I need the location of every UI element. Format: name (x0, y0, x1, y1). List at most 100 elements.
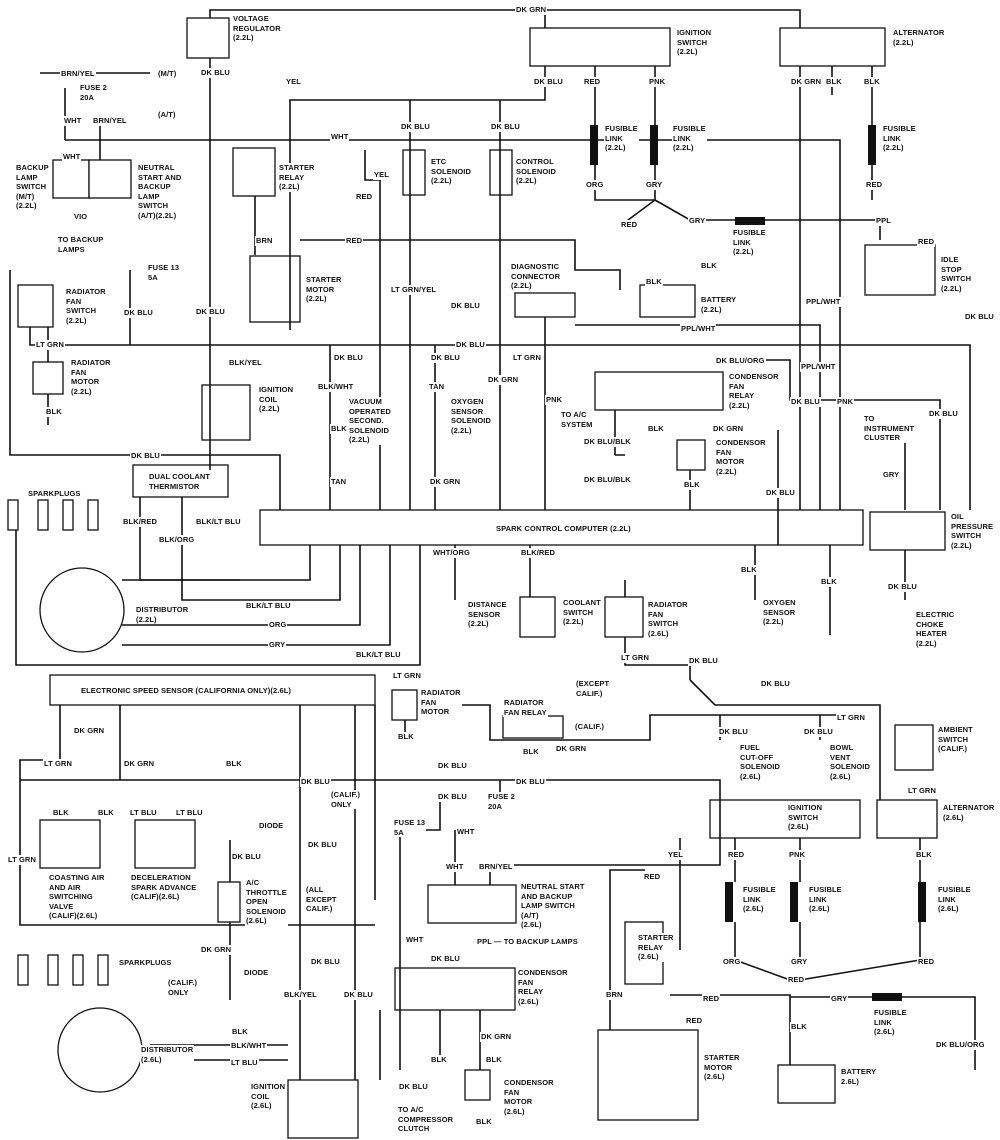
starter-relay-2-2l-box (232, 147, 276, 197)
label-dkblu-b: DK BLU (490, 122, 521, 132)
label-rfm26: RADIATOR FAN MOTOR (420, 688, 462, 717)
condensor-fan-motor-2-2l-box (676, 439, 706, 471)
label-pnk2: PNK (545, 395, 564, 405)
label-blk13: BLK (231, 1027, 249, 1037)
radiator-fan-motor-2-2l-box (32, 361, 64, 395)
label-dct: DUAL COOLANT THERMISTOR (148, 472, 212, 491)
ac-throttle-solenoid-box (217, 881, 241, 923)
label-pplwht3: PPL/WHT (800, 362, 837, 372)
label-wht-mid: WHT (330, 132, 350, 142)
label-alt-dkgrn: DK GRN (790, 77, 823, 87)
alternator-2-2l-box (779, 27, 886, 67)
label-dkblu-i: DK BLU (430, 353, 461, 363)
label-yel3: YEL (667, 850, 684, 860)
label-except-calif: (EXCEPT CALIF.) (575, 679, 611, 698)
label-dkblu-p: DK BLU (760, 679, 791, 689)
ambient-switch-box (894, 724, 934, 771)
label-alt-blk1: BLK (825, 77, 843, 87)
label-dkgrn2: DK GRN (487, 375, 520, 385)
label-vac: VACUUM OPERATED SECOND. SOLENOID (2.2L) (348, 397, 392, 445)
control-solenoid-box (489, 149, 513, 196)
label-ign-pnk: PNK (648, 77, 667, 87)
label-st-motor26: STARTER MOTOR (2.6L) (703, 1053, 741, 1082)
label-mt: (M/T) (157, 69, 178, 79)
label-coil22: IGNITION COIL (2.2L) (258, 385, 295, 414)
label-fl2: FUSIBLE LINK (2.2L) (672, 124, 707, 153)
label-whtorg: WHT/ORG (432, 548, 471, 558)
label-dkblu-a: DK BLU (400, 122, 431, 132)
label-blk6: BLK (820, 577, 838, 587)
label-ltblu1: LT BLU (129, 808, 158, 818)
label-dkblu-x: DK BLU (307, 840, 338, 850)
label-alt26: ALTERNATOR (2.6L) (942, 803, 996, 822)
label-dkblu-t: DK BLU (718, 727, 749, 737)
label-fl6: FUSIBLE LINK (2.6L) (808, 885, 843, 914)
coasting-air-valve-box (39, 819, 101, 869)
label-ess: ELECTRONIC SPEED SENSOR (CALIFORNIA ONLY… (80, 686, 292, 696)
fusible-link-icon (790, 882, 798, 922)
label-red1: RED (865, 180, 884, 190)
starter-motor-2-6l-box (597, 1029, 699, 1121)
label-fl4: FUSIBLE LINK (2.2L) (732, 228, 767, 257)
label-distsens: DISTANCE SENSOR (2.2L) (467, 600, 508, 629)
starter-motor-2-2l-box (249, 255, 301, 323)
label-backup-sw: BACKUP LAMP SWITCH (M/T) (2.2L) (15, 163, 50, 211)
label-dkblu-g: DK BLU (455, 340, 486, 350)
label-pplwht2: PPL/WHT (680, 324, 717, 334)
label-nsbl26: NEUTRAL START AND BACKUP LAMP SWITCH (A/… (520, 882, 586, 930)
label-fl5: FUSIBLE LINK (2.6L) (742, 885, 777, 914)
label-diode2: DIODE (243, 968, 270, 978)
label-dkblu-c: DK BLU (123, 308, 154, 318)
label-at: (A/T) (157, 110, 177, 120)
radiator-fan-relay-box (502, 715, 564, 739)
label-dkgrn9: DK GRN (480, 1032, 513, 1042)
label-gry2: GRY (688, 216, 707, 226)
label-sparkplugs2: SPARKPLUGS (118, 958, 173, 968)
label-org2: ORG (268, 620, 288, 630)
label-oxsol: OXYGEN SENSOR SOLENOID (2.2L) (450, 397, 492, 435)
fusible-link-icon (868, 125, 876, 165)
label-dkblu-r: DK BLU (437, 761, 468, 771)
label-dkblublk1: DK BLU/BLK (583, 437, 632, 447)
label-cfm22: CONDENSOR FAN MOTOR (2.2L) (715, 438, 767, 476)
coolant-switch-box (519, 596, 556, 638)
label-vr-dkblu: DK BLU (200, 68, 231, 78)
label-vio: VIO (73, 212, 89, 222)
label-ctrl: CONTROL SOLENOID (2.2L) (515, 157, 557, 186)
label-allexcept: (ALL EXCEPT CALIF.) (305, 885, 338, 914)
label-dkblu-ab: DK BLU (398, 1082, 429, 1092)
label-ign-dkblu: DK BLU (533, 77, 564, 87)
label-blk11: BLK (97, 808, 115, 818)
label-rfr: RADIATOR FAN RELAY (503, 698, 548, 717)
label-coil26: IGNITION COIL (2.6L) (250, 1082, 287, 1111)
deceleration-spark-advance-box (134, 819, 196, 869)
label-ppl: PPL (875, 216, 892, 226)
battery-2-2l-box (639, 284, 696, 318)
label-rfm22: RADIATOR FAN MOTOR (2.2L) (70, 358, 112, 396)
label-dkblu-u: DK BLU (803, 727, 834, 737)
label-blkwht1: BLK/WHT (317, 382, 355, 392)
label-tan2: TAN (330, 477, 348, 487)
label-to-comp: TO A/C COMPRESSOR CLUTCH (397, 1105, 455, 1134)
label-fl1: FUSIBLE LINK (2.2L) (604, 124, 639, 153)
label-choke: ELECTRIC CHOKE HEATER (2.2L) (915, 610, 956, 648)
label-ltblu2: LT BLU (175, 808, 204, 818)
oil-pressure-switch-box (869, 511, 946, 551)
label-bowl: BOWL VENT SOLENOID (2.6L) (829, 743, 871, 781)
fusible-link-icon (872, 993, 902, 1001)
label-dist22: DISTRIBUTOR (2.2L) (135, 605, 190, 624)
fusible-link-icon (918, 882, 926, 922)
label-blk4: BLK (683, 480, 701, 490)
voltage-regulator-box (186, 17, 230, 59)
label-dkgrn6: DK GRN (73, 726, 106, 736)
label-nsbl22: NEUTRAL START AND BACKUP LAMP SWITCH (A/… (137, 163, 183, 220)
label-pnk4: PNK (788, 850, 807, 860)
label-ltblu3: LT BLU (230, 1058, 259, 1068)
label-dkbluorg1: DK BLU/ORG (715, 356, 766, 366)
sparkplugs-2-2l (7, 499, 99, 531)
label-vr: VOLTAGE REGULATOR (2.2L) (232, 14, 282, 43)
label-alt-blk2: BLK (863, 77, 881, 87)
label-dkblu-z: DK BLU (430, 954, 461, 964)
label-dkblu-w: DK BLU (231, 852, 262, 862)
label-dkgrn5: DK GRN (555, 744, 588, 754)
